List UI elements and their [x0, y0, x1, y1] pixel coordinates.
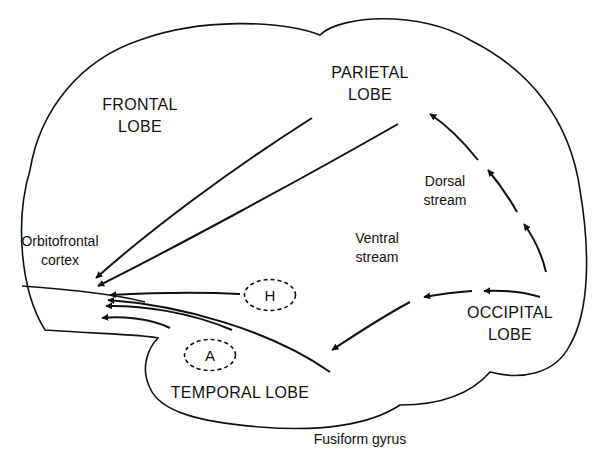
- stream-label: Ventral stream: [338, 229, 416, 267]
- pathway-arrows: [96, 114, 546, 372]
- area-ellipse: A: [183, 338, 237, 372]
- area-letter: A: [183, 347, 237, 364]
- area-letter: H: [243, 287, 297, 304]
- area-ellipse: H: [243, 278, 297, 312]
- lobe-label: TEMPORAL LOBE: [150, 382, 330, 404]
- stream-label: Dorsal stream: [405, 172, 485, 210]
- brain-outline: [22, 19, 587, 429]
- lobe-label: OCCIPITAL LOBE: [452, 302, 568, 345]
- lobe-label: PARIETAL LOBE: [315, 62, 425, 105]
- region-label: Fusiform gyrus: [290, 430, 430, 449]
- region-label: Orbitofrontal cortex: [8, 232, 112, 270]
- lobe-label: FRONTAL LOBE: [92, 94, 188, 137]
